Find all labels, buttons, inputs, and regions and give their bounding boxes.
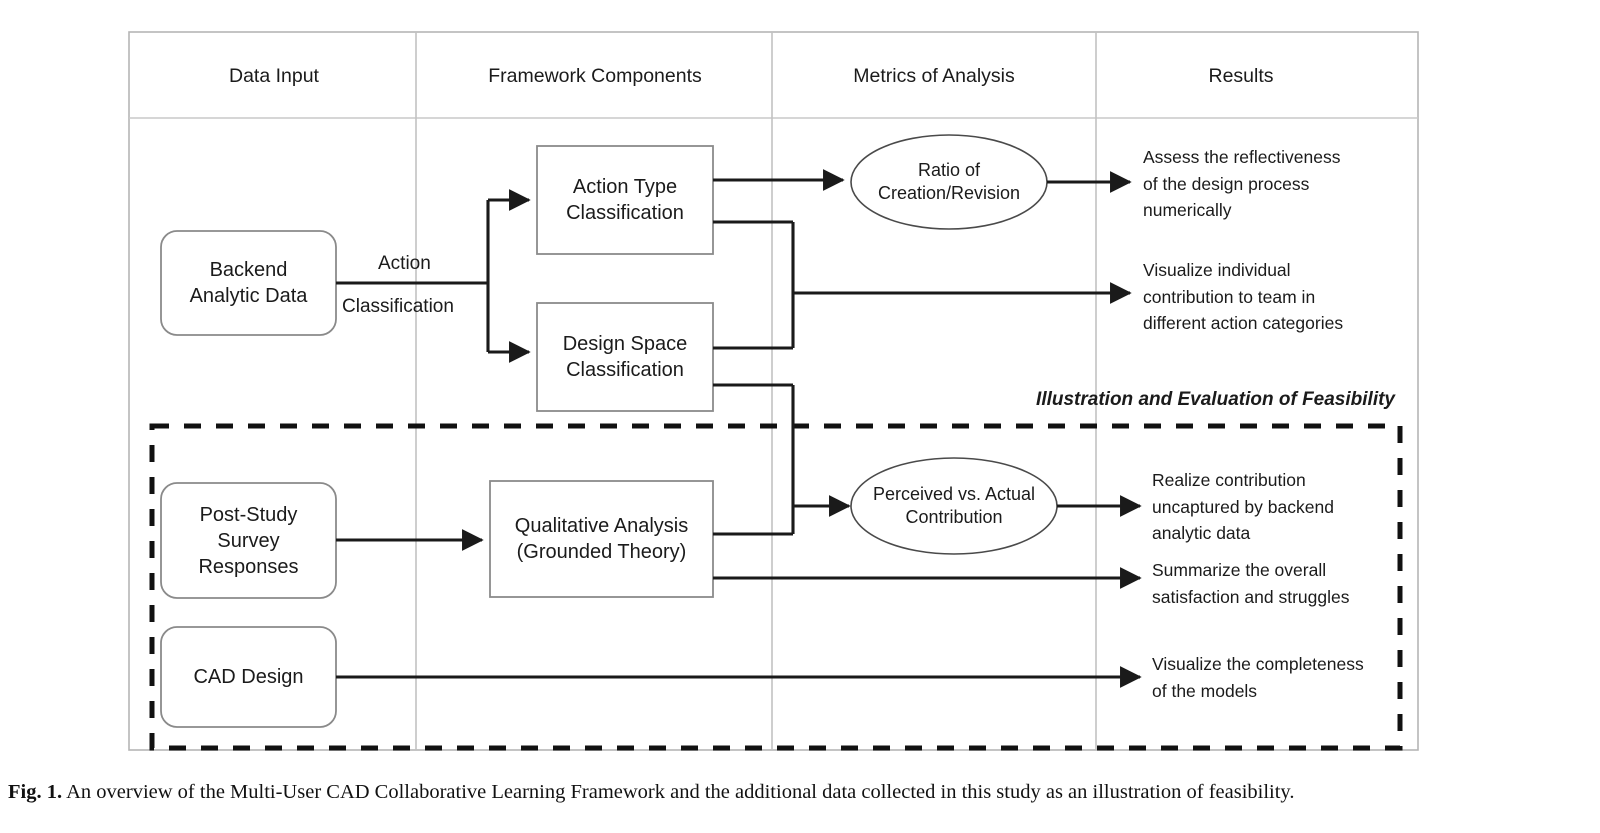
node-perceived-vs-actual-contribution[interactable]: Perceived vs. Actual Contribution: [872, 483, 1036, 527]
node-shapes: [160, 134, 1058, 728]
connectors: [336, 169, 1142, 688]
result-realize-contribution: Realize contribution uncaptured by backe…: [1152, 470, 1334, 544]
figure-frame: [128, 31, 1419, 751]
feasibility-dashed-region: [149, 423, 1403, 751]
figure-caption-text: An overview of the Multi-User CAD Collab…: [66, 781, 1295, 803]
node-post-study-survey-responses[interactable]: Post-Study Survey Responses: [198, 503, 299, 578]
node-ratio-of-creation-revision[interactable]: Ratio of Creation/Revision: [877, 159, 1021, 203]
edge-label-classification: Classification: [342, 296, 454, 317]
section-annotation-feasibility: Illustration and Evaluation of Feasibili…: [1036, 389, 1395, 410]
node-cad-design[interactable]: CAD Design: [193, 666, 304, 688]
node-action-type-classification[interactable]: Action Type Classification: [566, 176, 684, 224]
result-assess-reflectiveness: Assess the reflectiveness of the design …: [1143, 147, 1341, 221]
result-visualize-individual-contribution: Visualize individual contribution to tea…: [1143, 260, 1344, 334]
edge-label-action: Action: [378, 253, 431, 274]
column-header-framework-components: Framework Components: [488, 65, 702, 87]
node-design-space-classification[interactable]: Design Space Classification: [562, 333, 688, 381]
node-backend-analytic-data[interactable]: Backend Analytic Data: [189, 259, 308, 307]
figure-caption-label: Fig. 1.: [8, 781, 63, 803]
figure-caption: Fig. 1. An overview of the Multi-User CA…: [8, 780, 1592, 806]
column-header-metrics-of-analysis: Metrics of Analysis: [853, 65, 1015, 87]
column-header-data-input: Data Input: [229, 65, 319, 87]
node-qualitative-analysis[interactable]: Qualitative Analysis (Grounded Theory): [514, 515, 689, 563]
column-header-results: Results: [1208, 65, 1274, 87]
result-summarize-satisfaction: Summarize the overall satisfaction and s…: [1152, 560, 1350, 607]
result-visualize-completeness: Visualize the completeness of the models: [1152, 654, 1364, 701]
